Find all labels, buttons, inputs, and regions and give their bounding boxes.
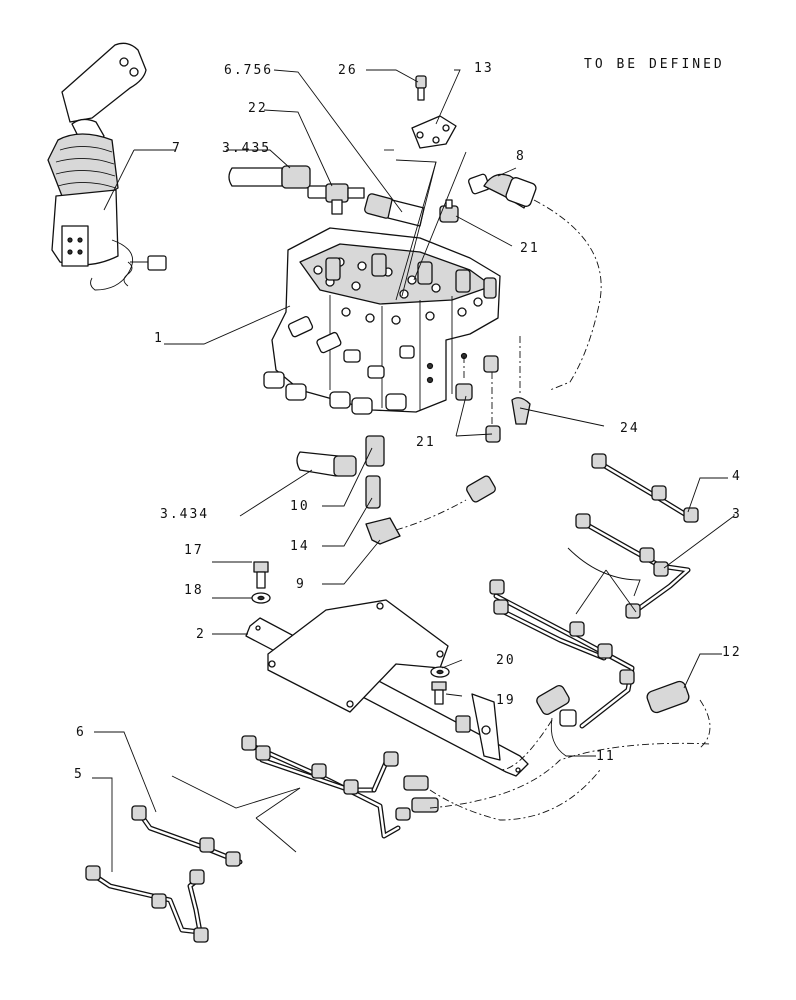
hose-lines [395, 199, 711, 821]
control-valve-part-1[interactable] [263, 227, 501, 415]
label-ref-3434: 3.434 [160, 507, 209, 522]
tee-fitting-part-22[interactable] [307, 183, 365, 215]
fitting-part-10[interactable] [365, 435, 385, 467]
hose-end-fitting[interactable] [465, 475, 497, 504]
coupler-part-6756[interactable] [364, 193, 425, 227]
adapter-part-21-lower[interactable] [455, 355, 501, 443]
label-part-14: 14 [290, 539, 310, 554]
label-part-17: 17 [184, 543, 204, 558]
label-part-22: 22 [248, 101, 268, 116]
pipe-assembly-part-3[interactable] [575, 513, 691, 619]
plate-part-13[interactable] [411, 115, 457, 149]
bolt-part-17[interactable] [253, 561, 269, 589]
label-part-4: 4 [732, 469, 742, 484]
label-part-21-upper: 21 [520, 241, 540, 256]
label-part-6: 6 [76, 725, 86, 740]
label-part-26: 26 [338, 63, 358, 78]
label-part-5: 5 [74, 767, 84, 782]
label-part-10: 10 [290, 499, 310, 514]
coupler-part-3435[interactable] [228, 165, 311, 189]
bolt-part-26[interactable] [415, 75, 427, 101]
adapter-part-21-upper[interactable] [439, 199, 459, 223]
status-text: TO BE DEFINED [584, 57, 725, 72]
joystick-part-7[interactable] [47, 42, 167, 291]
pipe-assembly-part-6[interactable] [131, 805, 243, 867]
bolt-part-19[interactable] [431, 681, 447, 705]
label-part-18: 18 [184, 583, 204, 598]
pipe-assembly-part-5[interactable] [85, 865, 209, 943]
coupler-part-12[interactable] [645, 680, 690, 714]
elbow-part-24[interactable] [511, 397, 531, 425]
label-ref-3435: 3.435 [222, 141, 271, 156]
pipe-assembly-lower-center[interactable] [241, 735, 401, 839]
mounting-plate-part-2[interactable] [245, 599, 529, 777]
label-part-11: 11 [596, 749, 616, 764]
pipe-assembly-part-4[interactable] [591, 453, 699, 523]
label-part-2: 2 [196, 627, 206, 642]
elbow-part-9[interactable] [365, 517, 401, 545]
label-part-20: 20 [496, 653, 516, 668]
label-part-24: 24 [620, 421, 640, 436]
label-part-9: 9 [296, 577, 306, 592]
washer-part-18[interactable] [251, 592, 271, 604]
label-ref-6756: 6.756 [224, 63, 273, 78]
pipe-assembly-center[interactable] [489, 579, 635, 729]
label-part-21-lower: 21 [416, 435, 436, 450]
leader-lines [92, 69, 735, 872]
label-part-13: 13 [474, 61, 494, 76]
label-part-7: 7 [172, 141, 182, 156]
fitting-part-11[interactable] [535, 684, 577, 727]
label-part-3: 3 [732, 507, 742, 522]
label-part-12: 12 [722, 645, 742, 660]
label-part-8: 8 [516, 149, 526, 164]
washer-part-20[interactable] [430, 666, 450, 678]
coupler-part-3434[interactable] [296, 451, 357, 477]
elbow-fitting-part-8[interactable] [468, 173, 538, 209]
callout-labels: 1 2 3 4 5 6 7 8 9 10 11 12 13 14 17 18 1… [74, 61, 742, 782]
couplers-lower[interactable] [395, 775, 439, 821]
label-part-19: 19 [496, 693, 516, 708]
nipple-part-14[interactable] [365, 475, 381, 509]
label-part-1: 1 [154, 331, 164, 346]
